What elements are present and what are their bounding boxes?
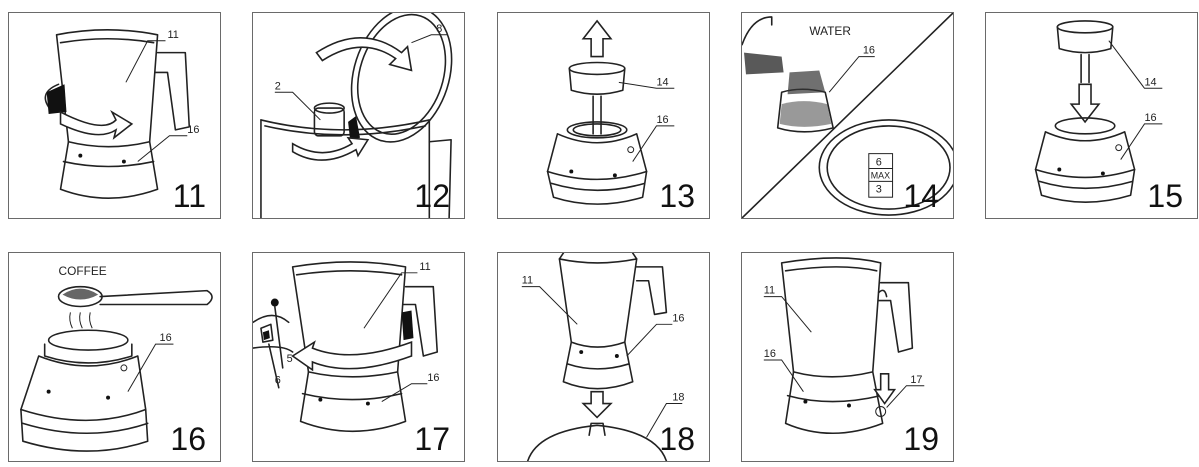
step-18-illustration: 11 16 18 [522, 253, 684, 461]
callout-16: 16 [427, 372, 439, 384]
step-number: 11 [172, 178, 206, 214]
step-12-illustration: 2 8 [260, 13, 453, 218]
gauge-max: MAX [871, 170, 890, 180]
callout-6: 6 [275, 375, 281, 387]
callout-16: 16 [656, 114, 668, 126]
step-number: 14 [903, 178, 939, 214]
step-16-illustration: COFFEE 16 [20, 264, 213, 452]
callout-2: 2 [275, 80, 281, 92]
callout-16: 16 [764, 348, 776, 360]
gauge-6: 6 [876, 157, 882, 169]
water-label: WATER [809, 24, 851, 38]
step-panel-19: 11 16 17 19 [741, 252, 954, 462]
callout-16: 16 [160, 332, 172, 344]
callout-11: 11 [167, 29, 178, 41]
callout-11: 11 [419, 261, 430, 273]
callout-5: 5 [287, 353, 293, 365]
callout-11: 11 [522, 275, 533, 287]
callout-11: 11 [764, 285, 775, 297]
step-19-illustration: 11 16 17 [764, 257, 925, 434]
callout-14: 14 [656, 76, 668, 88]
step-panel-17: 11 5 6 16 17 [252, 252, 465, 462]
callout-8: 8 [436, 23, 442, 35]
step-panel-16: COFFEE 16 16 [8, 252, 221, 462]
step-number: 19 [903, 421, 939, 457]
step-panel-12: 2 8 12 [252, 12, 465, 219]
callout-16: 16 [672, 312, 684, 324]
step-11-illustration: 11 16 [44, 29, 199, 199]
step-panel-18: 11 16 18 18 [497, 252, 710, 462]
step-14-illustration: WATER 16 6 MAX 3 [742, 13, 953, 218]
step-panel-14: WATER 16 6 MAX 3 14 [741, 12, 954, 219]
step-panel-11: 11 16 11 [8, 12, 221, 219]
callout-16: 16 [187, 124, 199, 136]
step-panel-13: 14 16 13 [497, 12, 710, 219]
step-number: 16 [170, 421, 206, 457]
callout-16: 16 [863, 45, 875, 57]
step-15-illustration: 14 16 [1034, 20, 1163, 203]
callout-17: 17 [910, 374, 922, 386]
step-number: 15 [1147, 178, 1183, 214]
step-13-illustration: 14 16 [546, 19, 675, 205]
step-panel-15: 14 16 15 [985, 12, 1198, 219]
step-number: 12 [414, 178, 450, 214]
callout-16: 16 [1144, 112, 1156, 124]
gauge-3: 3 [876, 183, 882, 195]
step-number: 18 [659, 421, 695, 457]
coffee-label: COFFEE [59, 264, 107, 278]
callout-14: 14 [1144, 76, 1156, 88]
step-number: 17 [414, 421, 450, 457]
step-number: 13 [659, 178, 695, 214]
callout-18: 18 [672, 392, 684, 404]
step-17-illustration: 11 5 6 16 [253, 261, 439, 432]
